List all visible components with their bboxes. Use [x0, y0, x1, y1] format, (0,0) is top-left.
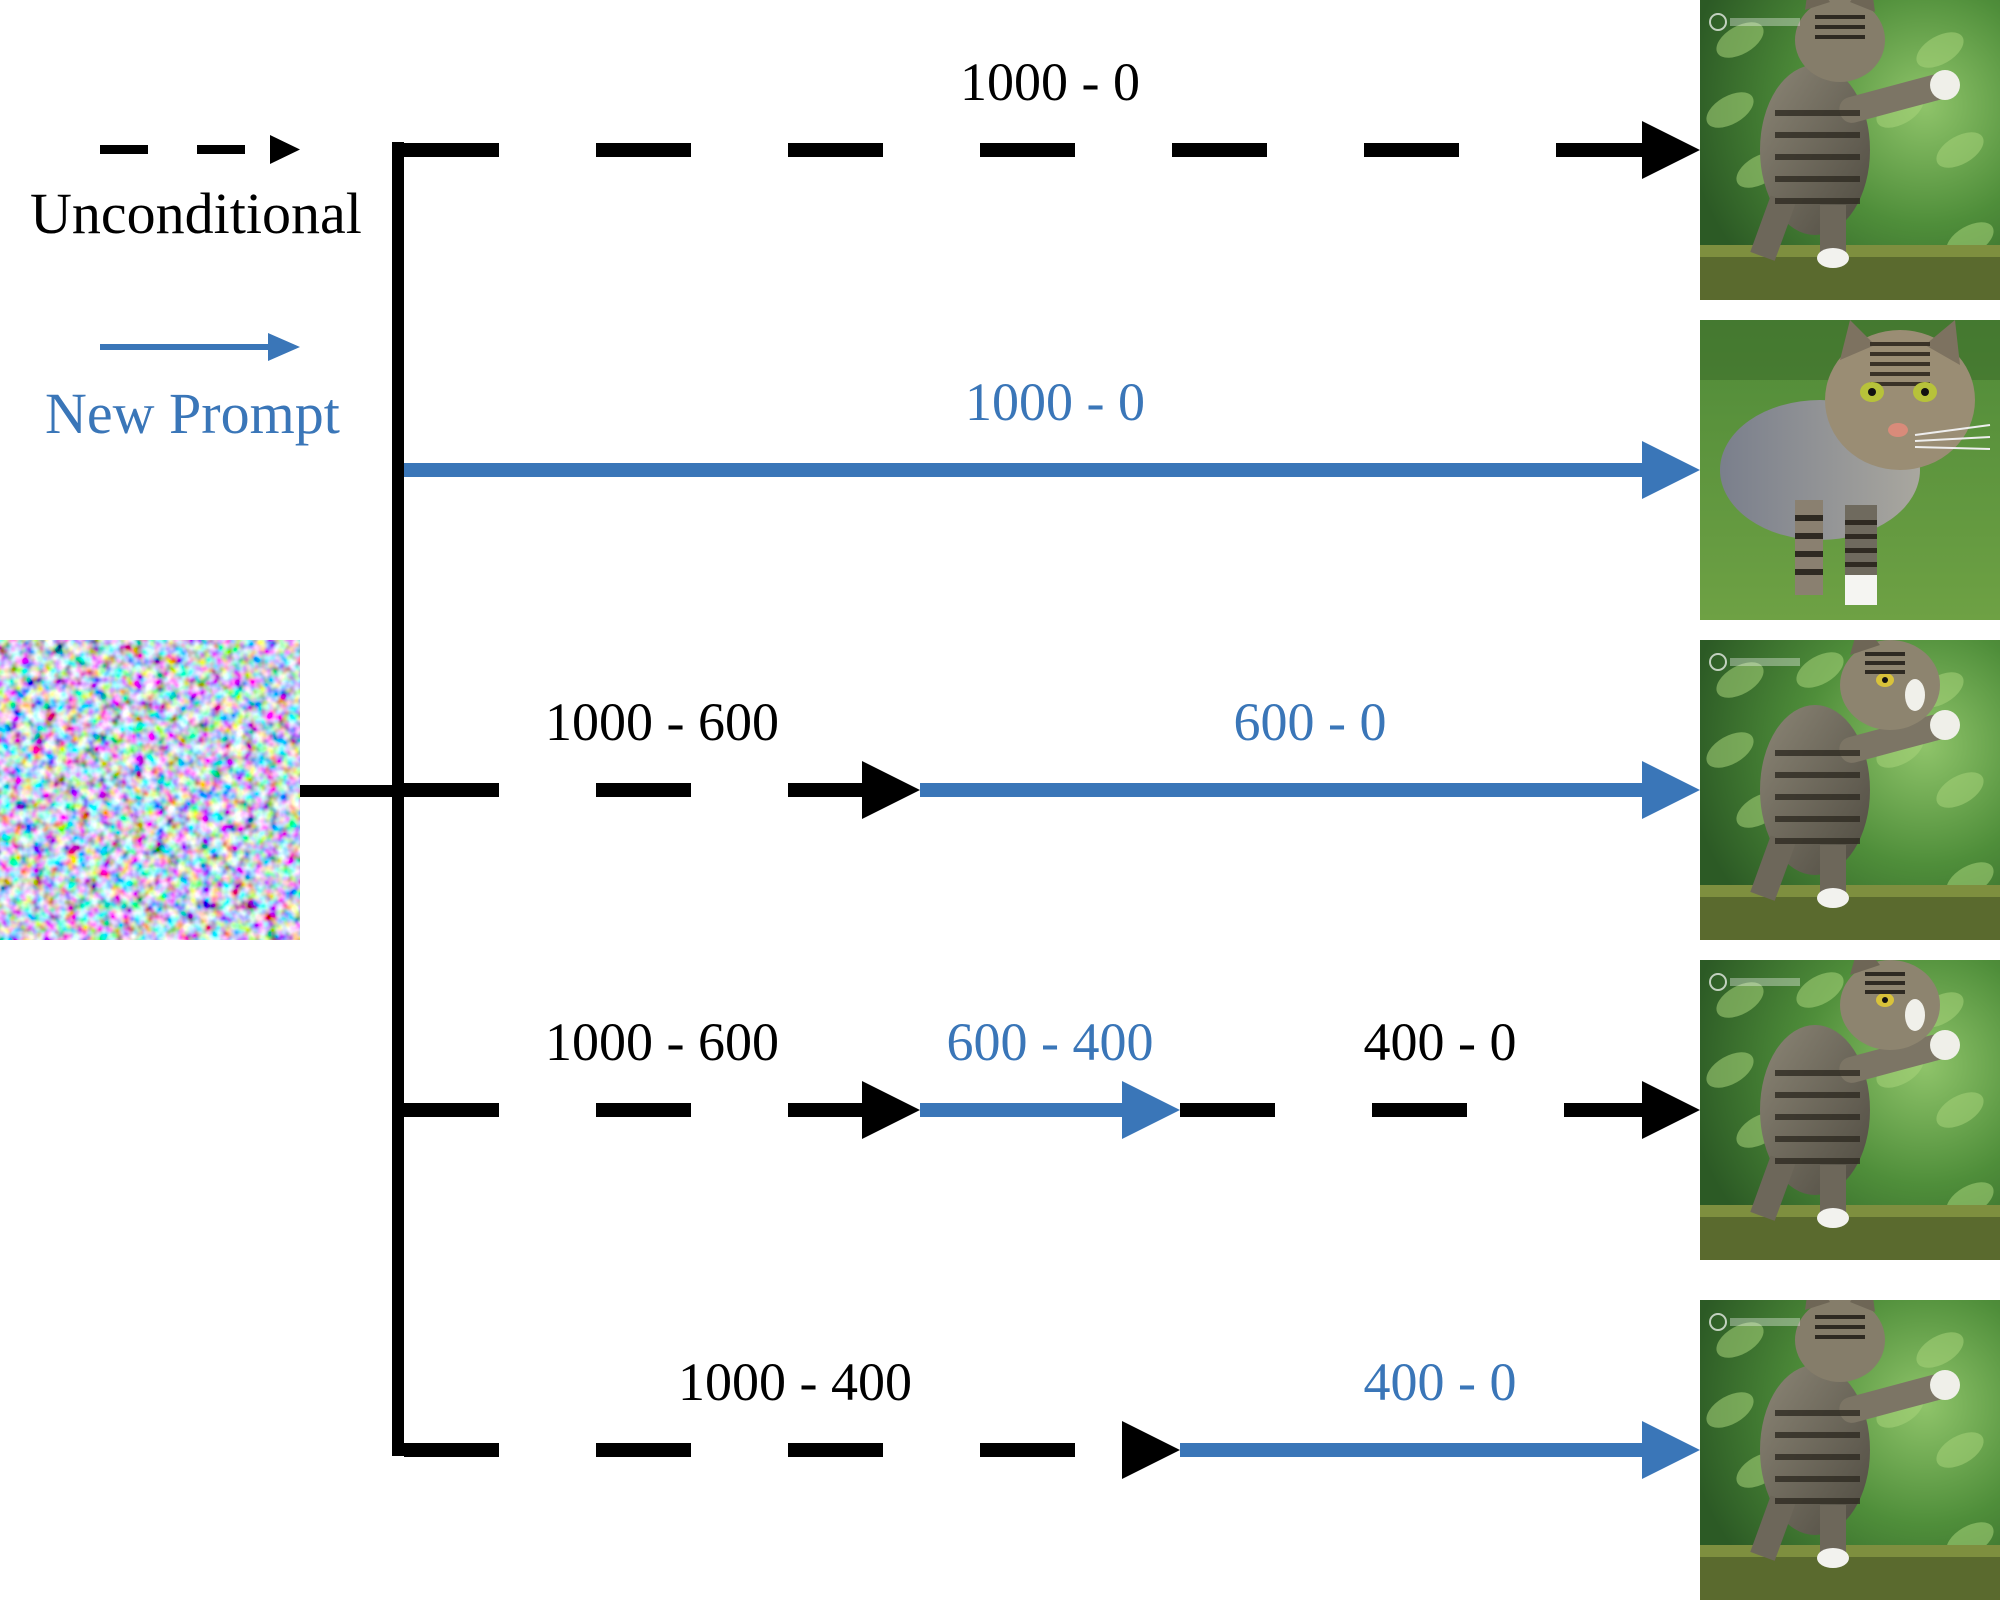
dash-segment: [596, 783, 691, 797]
arrowhead: [1122, 1421, 1180, 1479]
arrowhead: [862, 1081, 920, 1139]
solid-line: [1180, 1443, 1644, 1457]
arrowhead: [1642, 1081, 1700, 1139]
dash-segment: [788, 1103, 862, 1117]
dash-segment: [596, 1443, 691, 1457]
row-1: 1000 - 0: [404, 52, 1700, 179]
timestep-range-label: 600 - 400: [947, 1012, 1154, 1072]
solid-line: [920, 1103, 1124, 1117]
timestep-range-label: 1000 - 0: [965, 372, 1145, 432]
unconditional-arrow: [1180, 1081, 1700, 1139]
output-cat-image-4: [1700, 960, 2000, 1260]
output-cat-image-5: [1700, 1300, 2000, 1600]
arrowhead: [1642, 1421, 1700, 1479]
new-prompt-arrow: [1180, 1421, 1700, 1479]
dash-segment: [980, 143, 1075, 157]
dash-segment: [404, 1443, 499, 1457]
timestep-range-label: 1000 - 600: [545, 692, 779, 752]
legend-unconditional-label: Unconditional: [30, 181, 362, 246]
dash-segment: [1556, 143, 1642, 157]
outputs: [1700, 0, 2000, 1600]
timestep-range-label: 400 - 0: [1364, 1352, 1517, 1412]
unconditional-arrow: [404, 761, 920, 819]
timestep-range-label: 400 - 0: [1364, 1012, 1517, 1072]
dash-segment: [404, 143, 499, 157]
legend-new-prompt-label: New Prompt: [45, 381, 340, 446]
arrowhead: [1642, 761, 1700, 819]
row-3: 1000 - 600 600 - 0: [404, 692, 1700, 819]
dash-segment: [788, 1443, 883, 1457]
timestep-range-label: 1000 - 400: [678, 1352, 912, 1412]
new-prompt-arrow: [920, 1081, 1180, 1139]
arrowhead: [1642, 121, 1700, 179]
legend: Unconditional New Prompt: [30, 135, 362, 446]
dash-segment: [1564, 1103, 1642, 1117]
dash-segment: [980, 1443, 1075, 1457]
output-cat-image-2: [1700, 320, 2000, 620]
dash-segment: [596, 143, 691, 157]
dash-segment: [1180, 1103, 1275, 1117]
dash-segment: [788, 783, 862, 797]
output-cat-image-1: [1700, 0, 2000, 300]
timestep-range-label: 1000 - 0: [960, 52, 1140, 112]
row-4: 1000 - 600 600 - 400 400 - 0: [404, 1012, 1700, 1139]
dash-segment: [404, 783, 499, 797]
unconditional-arrow: [404, 121, 1700, 179]
solid-line: [404, 463, 1644, 477]
dash-segment: [1372, 1103, 1467, 1117]
output-cat-image-3: [1700, 640, 2000, 940]
legend-new-prompt-arrow-icon: [100, 333, 300, 361]
solid-line: [920, 783, 1644, 797]
dash-segment: [404, 1103, 499, 1117]
row-2: 1000 - 0: [404, 372, 1700, 499]
dash-segment: [788, 143, 883, 157]
dash-segment: [1172, 143, 1267, 157]
dash-segment: [596, 1103, 691, 1117]
arrowhead: [1122, 1081, 1180, 1139]
unconditional-arrow: [404, 1421, 1180, 1479]
legend-unconditional-arrow-icon: [100, 135, 300, 164]
row-5: 1000 - 400 400 - 0: [404, 1352, 1700, 1479]
new-prompt-arrow: [920, 761, 1700, 819]
dash-segment: [1364, 143, 1459, 157]
unconditional-arrow: [404, 1081, 920, 1139]
timestep-range-label: 600 - 0: [1234, 692, 1387, 752]
new-prompt-arrow: [404, 441, 1700, 499]
arrowhead: [1642, 441, 1700, 499]
noise-input-image: [0, 640, 300, 940]
branch-connector: [300, 142, 404, 1456]
arrowhead: [862, 761, 920, 819]
timestep-range-label: 1000 - 600: [545, 1012, 779, 1072]
